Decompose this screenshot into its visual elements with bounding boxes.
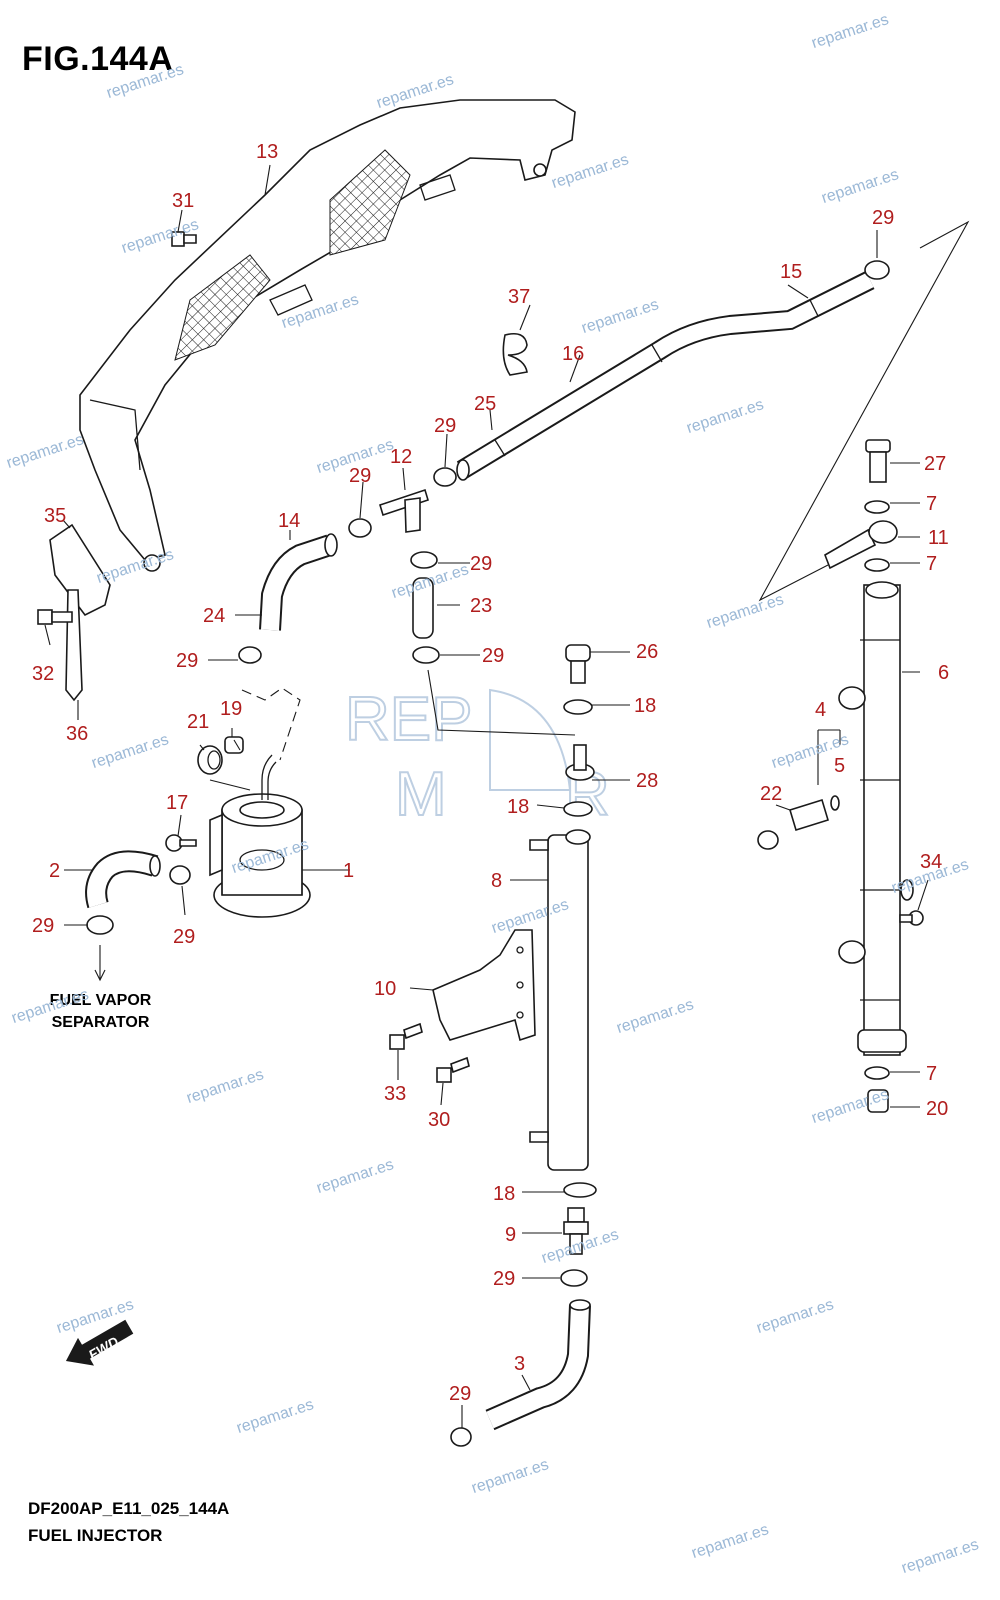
callout-29-b: 29: [434, 415, 456, 437]
bolt-part-33: [389, 1022, 423, 1050]
washer-part-7: [864, 500, 890, 1080]
callout-29-a: 29: [872, 207, 894, 229]
callout-27: 27: [924, 453, 946, 475]
callout-11: 11: [928, 527, 949, 549]
banjo-fitting-part-11: [824, 520, 898, 570]
callout-25: 25: [474, 393, 496, 415]
callout-8: 8: [491, 870, 502, 892]
callout-16: 16: [562, 343, 584, 365]
callout-36: 36: [66, 723, 88, 745]
t-joint-part-12: [379, 488, 429, 533]
callout-30: 30: [428, 1109, 450, 1131]
callout-7-c: 7: [926, 1063, 937, 1085]
callout-31: 31: [172, 190, 194, 212]
callout-29-j: 29: [449, 1383, 471, 1405]
bolt-part-26: [565, 644, 591, 684]
hose-part-23: [412, 577, 434, 639]
callout-29-e: 29: [470, 553, 492, 575]
callout-numbers: 13 31 35 32 36 37 15 29 16 25 29 12 29 1…: [32, 141, 949, 1405]
fuel-vapor-separator-label: FUEL VAPOR SEPARATOR: [38, 990, 163, 1034]
callout-13: 13: [256, 141, 278, 163]
delivery-pipe-part-8: [529, 829, 591, 1171]
intake-cover-part-13: [79, 99, 576, 572]
relation-lines: [94, 669, 841, 982]
bolt-part-34: [899, 910, 924, 926]
figure-title: FIG.144A: [22, 40, 174, 78]
callout-32: 32: [32, 663, 54, 685]
callout-28: 28: [636, 770, 658, 792]
svg-text:REP: REP: [345, 685, 472, 754]
fwd-arrow: [65, 1319, 134, 1366]
fuel-rail-part-6: [838, 581, 914, 1056]
figure-name: FUEL INJECTOR: [28, 1526, 163, 1545]
callout-21: 21: [187, 711, 209, 733]
plug-part-20: [867, 1089, 889, 1113]
callout-1: 1: [343, 860, 354, 882]
callout-6: 6: [938, 662, 949, 684]
callout-17: 17: [166, 792, 188, 814]
cap-part-19: [224, 736, 244, 754]
bolt-part-31: [171, 231, 197, 247]
bolt-part-30: [436, 1056, 470, 1083]
clamp-part-29: [86, 260, 890, 1447]
clamp-part-37: [502, 332, 528, 376]
callout-7-a: 7: [926, 493, 937, 515]
callout-29-f: 29: [482, 645, 504, 667]
callout-5: 5: [834, 755, 845, 777]
injector-part-4: [757, 795, 840, 850]
callout-37: 37: [508, 286, 530, 308]
callout-24: 24: [203, 605, 225, 627]
leader-lines: [44, 164, 929, 1428]
callout-34: 34: [920, 851, 942, 873]
figure-code: DF200AP_E11_025_144A: [28, 1499, 230, 1518]
callout-14: 14: [278, 510, 300, 532]
callout-3: 3: [514, 1353, 525, 1375]
callout-23: 23: [470, 595, 492, 617]
fitting-part-28: [565, 744, 595, 781]
bolt-part-32: [37, 609, 73, 625]
grommet-part-21: [197, 745, 223, 775]
callout-29-d: 29: [176, 650, 198, 672]
callout-29-g: 29: [32, 915, 54, 937]
callout-29-i: 29: [493, 1268, 515, 1290]
callout-35: 35: [44, 505, 66, 527]
callout-20: 20: [926, 1098, 948, 1120]
screw-part-17: [165, 834, 197, 852]
callout-9: 9: [505, 1224, 516, 1246]
hose-part-2: [85, 850, 161, 909]
fitting-part-9: [563, 1207, 589, 1255]
separator-label-line2: SEPARATOR: [51, 1014, 150, 1031]
callout-7-b: 7: [926, 553, 937, 575]
washer-part-18: [563, 699, 597, 1198]
callout-18-a: 18: [634, 695, 656, 717]
separator-label-line1: FUEL VAPOR: [49, 992, 152, 1009]
callout-19: 19: [220, 698, 242, 720]
callout-4: 4: [815, 699, 826, 721]
banjo-bolt-part-27: [865, 439, 891, 483]
assembly-boundary-line: [758, 220, 970, 602]
fuel-vapor-separator-part-1: [209, 754, 311, 918]
callout-18-c: 18: [493, 1183, 515, 1205]
hose-part-3: [485, 1299, 591, 1431]
svg-text:M: M: [395, 760, 447, 829]
callout-2: 2: [49, 860, 60, 882]
callout-26: 26: [636, 641, 658, 663]
callout-12: 12: [390, 446, 412, 468]
callout-33: 33: [384, 1083, 406, 1105]
pipe-part-16: [456, 271, 875, 481]
callout-18-b: 18: [507, 796, 529, 818]
repamar-logo: REP M R: [344, 684, 611, 830]
callout-10: 10: [374, 978, 396, 1000]
hose-part-14: [259, 533, 338, 631]
callout-15: 15: [780, 261, 802, 283]
callout-29-h: 29: [173, 926, 195, 948]
bracket-part-10: [432, 929, 536, 1042]
callout-22: 22: [760, 783, 782, 805]
callout-29-c: 29: [349, 465, 371, 487]
